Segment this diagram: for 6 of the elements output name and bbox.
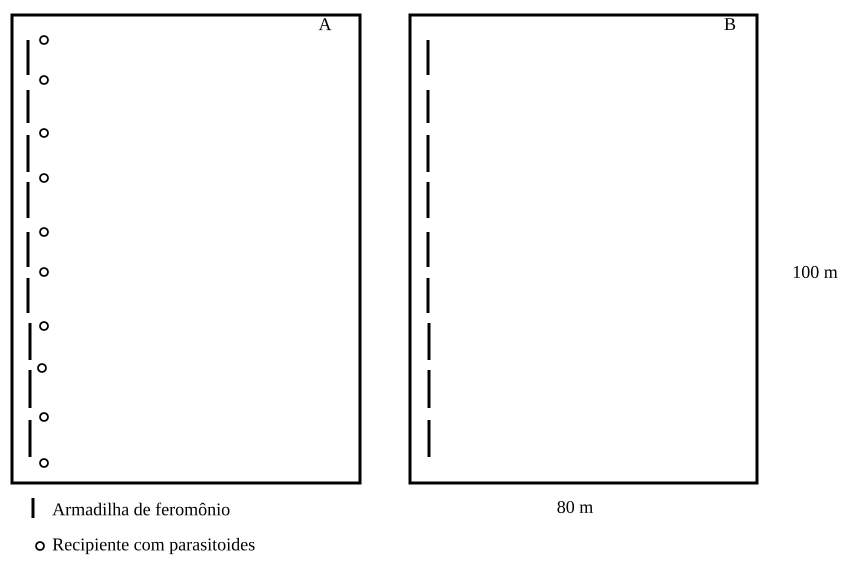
dimension-label: 100 m: [794, 266, 838, 278]
dimension-label: 80 m: [557, 500, 593, 514]
legend-text: Recipiente com parasitoides: [52, 538, 255, 554]
legend-text: Armadilha de feromônio: [52, 502, 230, 516]
plot-box: A: [10, 14, 362, 484]
plot-box: B: [408, 14, 758, 484]
